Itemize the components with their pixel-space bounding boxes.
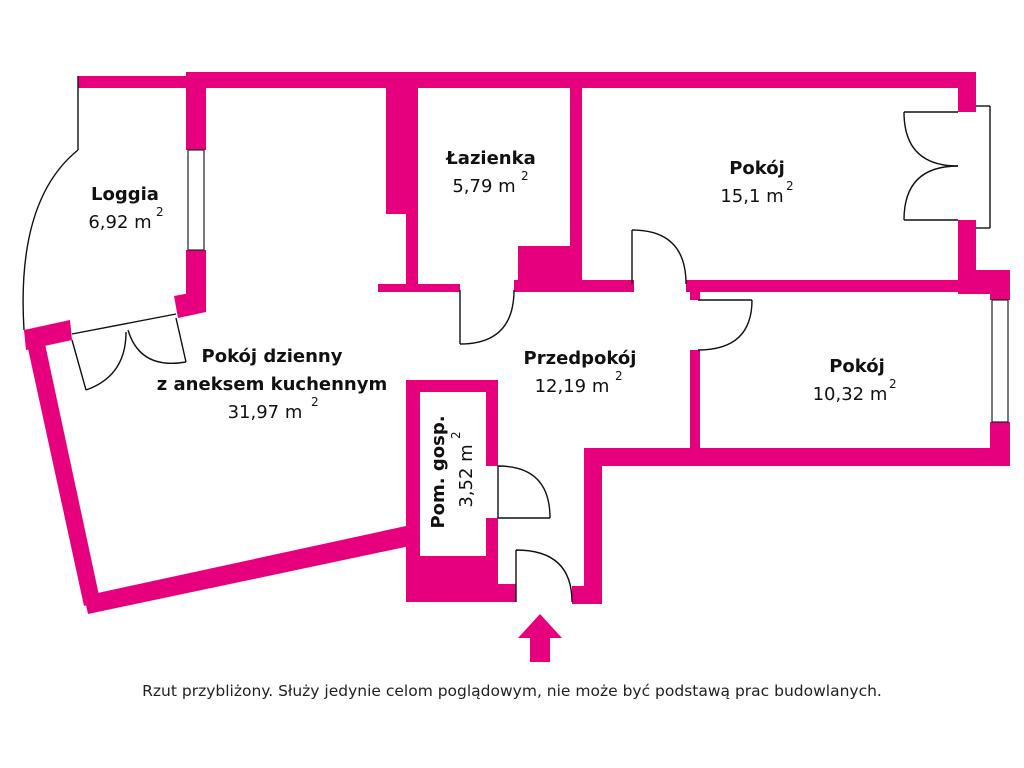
room-hall-area: 12,19 m xyxy=(535,376,610,397)
walls xyxy=(24,72,1010,614)
room-bedroom-2-name: Pokój xyxy=(829,356,885,377)
windows xyxy=(77,76,1009,423)
room-living-sup: 2 xyxy=(311,395,319,409)
room-bedroom-1-area: 15,1 m xyxy=(720,186,783,207)
wall-util-right-top xyxy=(486,380,498,466)
window-loggia xyxy=(187,149,205,251)
wall-bath-right xyxy=(570,84,582,284)
door-balcony-a xyxy=(903,111,959,167)
door-loggia-sill xyxy=(71,313,177,335)
wall-top xyxy=(186,72,976,88)
wall-hall-room2 xyxy=(690,292,700,300)
room-loggia-area: 6,92 m xyxy=(88,212,151,233)
wall-util-right-bottom xyxy=(486,518,498,558)
room-hall-sup: 2 xyxy=(615,369,623,383)
wall-util-top xyxy=(406,380,498,392)
wall-right-top xyxy=(958,72,976,112)
wall-living-bottom xyxy=(84,526,410,614)
room-utility: Pom. gosp. 3,52 m 2 xyxy=(428,415,477,528)
room-bedroom-2-area: 10,32 m xyxy=(813,384,888,405)
room-bedroom-1-name: Pokój xyxy=(729,158,785,179)
room-bathroom: Łazienka 5,79 m 2 xyxy=(445,148,536,197)
wall-loggia-corner xyxy=(174,290,206,318)
wall-hall-right xyxy=(584,448,602,604)
door-balcony-b xyxy=(903,165,959,221)
wall-bath-bottom-a xyxy=(378,284,460,292)
door-loggia-a xyxy=(71,331,127,391)
room-loggia-sup: 2 xyxy=(156,205,164,219)
room-hall: Przedpokój 12,19 m 2 xyxy=(524,348,637,397)
wall-right-lower-top xyxy=(990,270,1010,300)
room-utility-area: 3,52 m xyxy=(456,444,477,507)
room-bedroom-1-sup: 2 xyxy=(786,179,794,193)
wall-hall-room2-lower xyxy=(690,350,700,454)
wall-util-left xyxy=(406,380,420,570)
entrance-arrow-icon xyxy=(518,614,562,662)
wall-room1-bottom xyxy=(686,280,982,292)
window-room2 xyxy=(991,299,1009,423)
loggia-arc xyxy=(22,149,79,331)
room-bathroom-sup: 2 xyxy=(521,169,529,183)
room-utility-name: Pom. gosp. xyxy=(428,415,449,528)
room-bathroom-name: Łazienka xyxy=(445,148,536,169)
door-entrance xyxy=(515,549,573,603)
room-bedroom-2-sup: 2 xyxy=(889,377,897,391)
room-living-area: 31,97 m xyxy=(228,402,303,423)
room-loggia: Loggia 6,92 m 2 xyxy=(88,184,163,233)
door-util xyxy=(497,465,551,519)
room-bathroom-area: 5,79 m xyxy=(452,176,515,197)
wall-loggia-living-upper xyxy=(186,76,206,150)
wall-room2-bottom xyxy=(584,448,1010,466)
door-bath xyxy=(459,289,515,345)
wall-bath-left-thin xyxy=(406,84,418,284)
room-bedroom-1: Pokój 15,1 m 2 xyxy=(720,158,793,207)
room-living: Pokój dzienny z aneksem kuchennym 31,97 … xyxy=(157,346,387,423)
door-room2 xyxy=(697,299,753,351)
wall-right-mid xyxy=(958,220,976,282)
door-loggia-b xyxy=(127,317,187,364)
room-living-name-line1: Pokój dzienny xyxy=(202,346,343,367)
wall-entrance-right xyxy=(572,586,602,604)
wall-living-left xyxy=(24,330,100,606)
room-bedroom-2: Pokój 10,32 m 2 xyxy=(813,356,897,405)
wall-bath-bottom-b xyxy=(514,280,634,292)
room-utility-sup: 2 xyxy=(449,431,463,439)
room-living-name-line2: z aneksem kuchennym xyxy=(157,374,387,395)
room-hall-name: Przedpokój xyxy=(524,348,637,369)
disclaimer: Rzut przybliżony. Służy jedynie celom po… xyxy=(142,682,882,700)
wall-util-bottom xyxy=(406,584,516,602)
room-loggia-name: Loggia xyxy=(91,184,159,205)
doors xyxy=(22,111,959,603)
wall-loggia-top xyxy=(78,76,188,88)
door-room1 xyxy=(631,229,687,285)
wall-bath-block xyxy=(518,246,574,286)
